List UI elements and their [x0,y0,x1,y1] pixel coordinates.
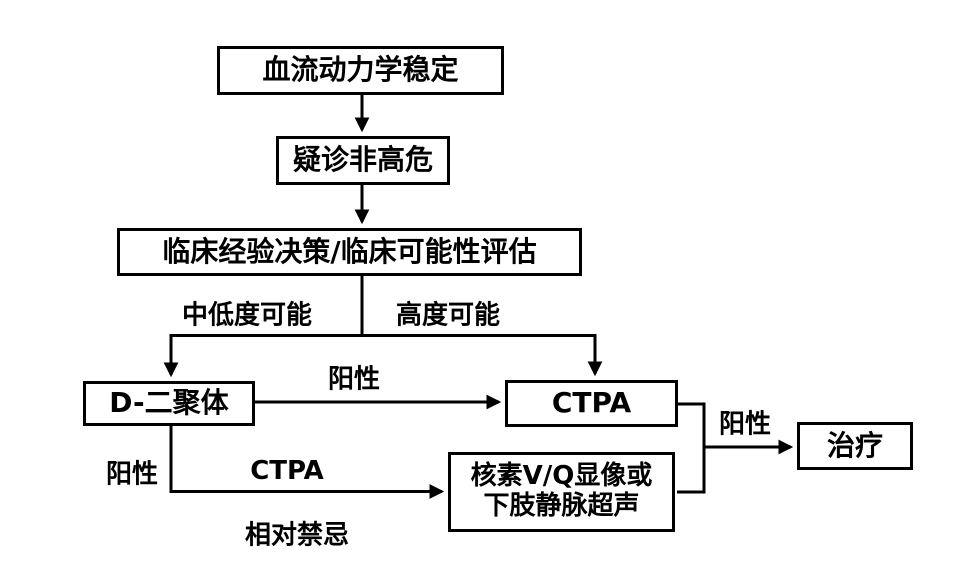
arrow-d-dimer-to-vq-scan [169,426,445,499]
node-hemodynamic-stable: 血流动力学稳定 [217,46,504,95]
node-vq-scan-line2: 下肢静脉超声 [483,491,640,521]
node-clinical-assessment: 临床经验决策/临床可能性评估 [117,228,582,276]
node-treatment: 治疗 [797,422,913,470]
label-positive-d-dimer-to-ctpa: 阳性 [327,364,381,395]
bracket-ctpa-vq [677,402,706,494]
label-high-probability: 高度可能 [395,300,501,331]
node-vq-scan: 核素V/Q显像或 下肢静脉超声 [448,452,675,532]
label-ctpa-contraindicated-line1: CTPA [250,456,324,486]
node-d-dimer: D-二聚体 [83,381,255,426]
label-positive-to-treatment: 阳性 [718,409,772,440]
node-vq-scan-line1: 核素V/Q显像或 [470,461,653,492]
label-ctpa-contraindicated-line2: 相对禁忌 [244,520,350,551]
label-low-moderate-probability: 中低度可能 [181,300,313,331]
node-suspected-non-high-risk: 疑诊非高危 [276,136,450,185]
node-ctpa: CTPA [505,380,678,427]
label-positive-d-dimer-down: 阳性 [105,459,159,490]
